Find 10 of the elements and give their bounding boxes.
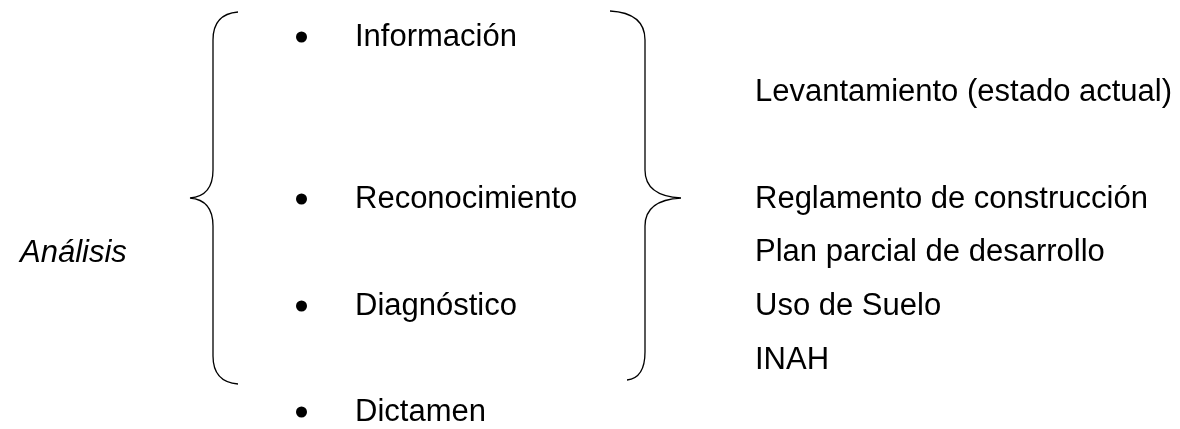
- list-item-text: Diagnóstico: [355, 287, 517, 323]
- item-label: Plan parcial de desarrollo: [755, 233, 1105, 269]
- list-item-text: Reconocimiento: [355, 180, 578, 216]
- list-item-text: Dictamen: [355, 393, 486, 429]
- item-label: Reglamento de construcción: [755, 180, 1148, 216]
- item-label: INAH: [755, 341, 830, 377]
- list-item-text: Información: [355, 18, 517, 54]
- item-label: Levantamiento (estado actual): [755, 73, 1173, 109]
- item-label: Uso de Suelo: [755, 287, 942, 323]
- heading-label: Análisis: [20, 234, 127, 270]
